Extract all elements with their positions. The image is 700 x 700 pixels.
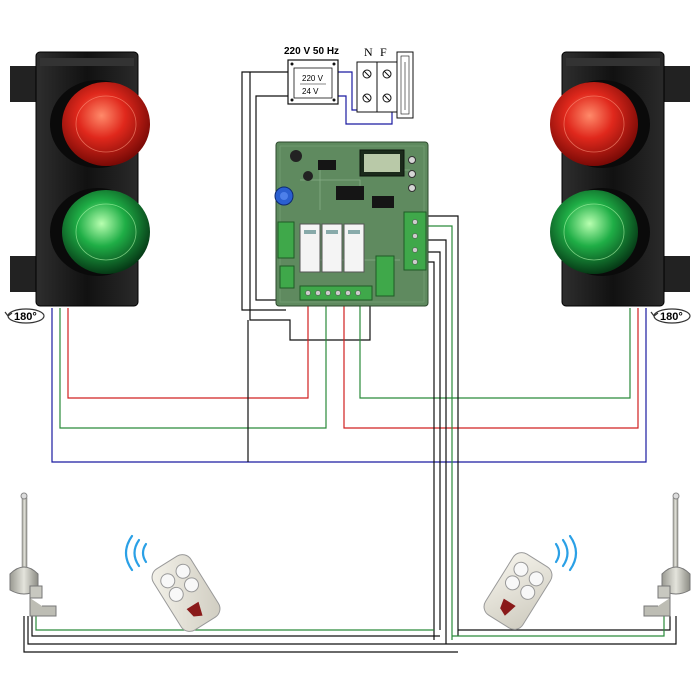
traffic-light-right: 180° [550, 51, 691, 324]
wires [23, 71, 677, 653]
wire-board-antenna-3 [424, 239, 447, 644]
remote-control-icon [483, 552, 553, 630]
transformer-title: 220 V 50 Hz [284, 46, 339, 57]
antenna-icon [9, 492, 57, 617]
wire-left-green [59, 300, 327, 429]
traffic-light-left: 180° [4, 51, 150, 324]
wire-transformer-breaker-2 [338, 95, 393, 125]
breaker-phase-label: F [380, 45, 387, 59]
board-terminal-right [403, 211, 427, 271]
remote-left [124, 534, 221, 632]
traffic-light-icon [550, 51, 690, 307]
wire-right-antenna-1 [458, 616, 671, 631]
wire-left-antenna-2 [27, 616, 446, 645]
wire-right-antenna-3 [446, 616, 677, 645]
board-relay-2 [321, 223, 343, 273]
right-rotation-label: 180° [660, 311, 683, 323]
signal-waves-icon [554, 534, 578, 572]
wire-board-antenna-4 [424, 251, 441, 630]
wire-left-blue [51, 308, 468, 463]
remote-right [483, 534, 578, 630]
breaker: N F [356, 45, 414, 119]
wire-left-red [67, 300, 309, 399]
breaker-neutral-label: N [364, 45, 373, 59]
wire-board-antenna-2 [424, 225, 453, 640]
wire-left-antenna-1 [31, 616, 440, 637]
left-rotation-label: 180° [14, 311, 37, 323]
wire-right-red [343, 300, 639, 429]
wire-transformer-board-1 [241, 71, 288, 311]
wire-right-green [359, 300, 631, 399]
rotation-icon [650, 308, 691, 324]
wire-transformer-board-2 [255, 95, 288, 301]
antenna-icon [643, 492, 691, 617]
wire-left-antenna-3 [35, 616, 434, 631]
light-red-lamp [550, 82, 638, 166]
board-relay-3 [343, 223, 365, 273]
transformer-primary-label: 220 V [302, 74, 324, 83]
remote-control-icon [151, 554, 221, 632]
rotation-icon [4, 308, 45, 324]
antenna-left [9, 492, 57, 617]
light-green-lamp [550, 190, 638, 274]
wire-left-antenna-4 [23, 616, 458, 653]
transformer: 220 V 50 Hz 220 V 24 V [284, 46, 339, 105]
wire-board-antenna-5 [424, 261, 435, 640]
wire-board-antenna-1 [424, 215, 459, 636]
antenna-right [643, 492, 691, 617]
signal-waves-icon [124, 534, 148, 572]
wire-right-blue [468, 308, 647, 463]
transformer-secondary-label: 24 V [302, 87, 319, 96]
traffic-light-icon [10, 51, 150, 307]
control-board-icon [274, 141, 429, 307]
board-relay-1 [299, 223, 321, 273]
board-terminal-left [277, 221, 295, 259]
wire-transformer-board-3 [249, 72, 371, 341]
light-green-lamp [62, 190, 150, 274]
light-red-lamp [62, 82, 150, 166]
transformer-icon [287, 59, 339, 105]
wire-right-antenna-2 [452, 616, 665, 637]
